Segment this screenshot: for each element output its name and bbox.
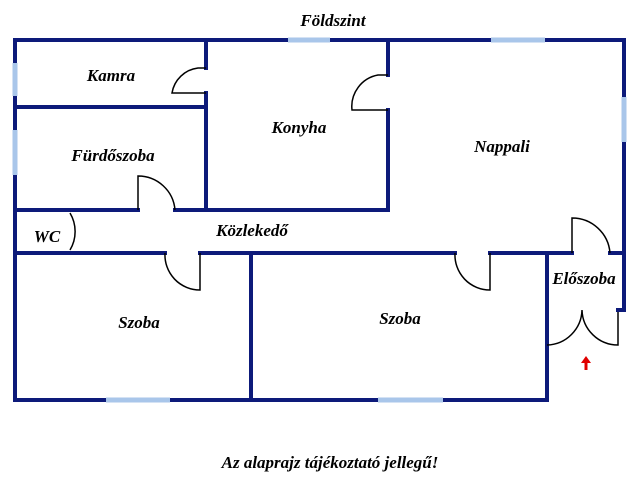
room-label-eloszoba: Előszoba <box>551 269 616 288</box>
room-label-kamra: Kamra <box>86 66 136 85</box>
windows <box>12 37 627 403</box>
room-label-szoba-2: Szoba <box>379 309 421 328</box>
room-label-konyha: Konyha <box>271 118 327 137</box>
floor-title: Földszint <box>299 11 366 30</box>
room-label-furdoszoba: Fürdőszoba <box>70 146 155 165</box>
entrance-arrow-icon <box>581 356 591 370</box>
room-label-nappali: Nappali <box>473 137 530 156</box>
room-label-wc: WC <box>34 227 61 246</box>
room-label-szoba-1: Szoba <box>118 313 160 332</box>
room-label-kozlekedo: Közlekedő <box>215 221 289 240</box>
doors <box>69 67 619 346</box>
walls <box>13 38 626 402</box>
disclaimer-text: Az alaprajz tájékoztató jellegű! <box>221 453 439 472</box>
